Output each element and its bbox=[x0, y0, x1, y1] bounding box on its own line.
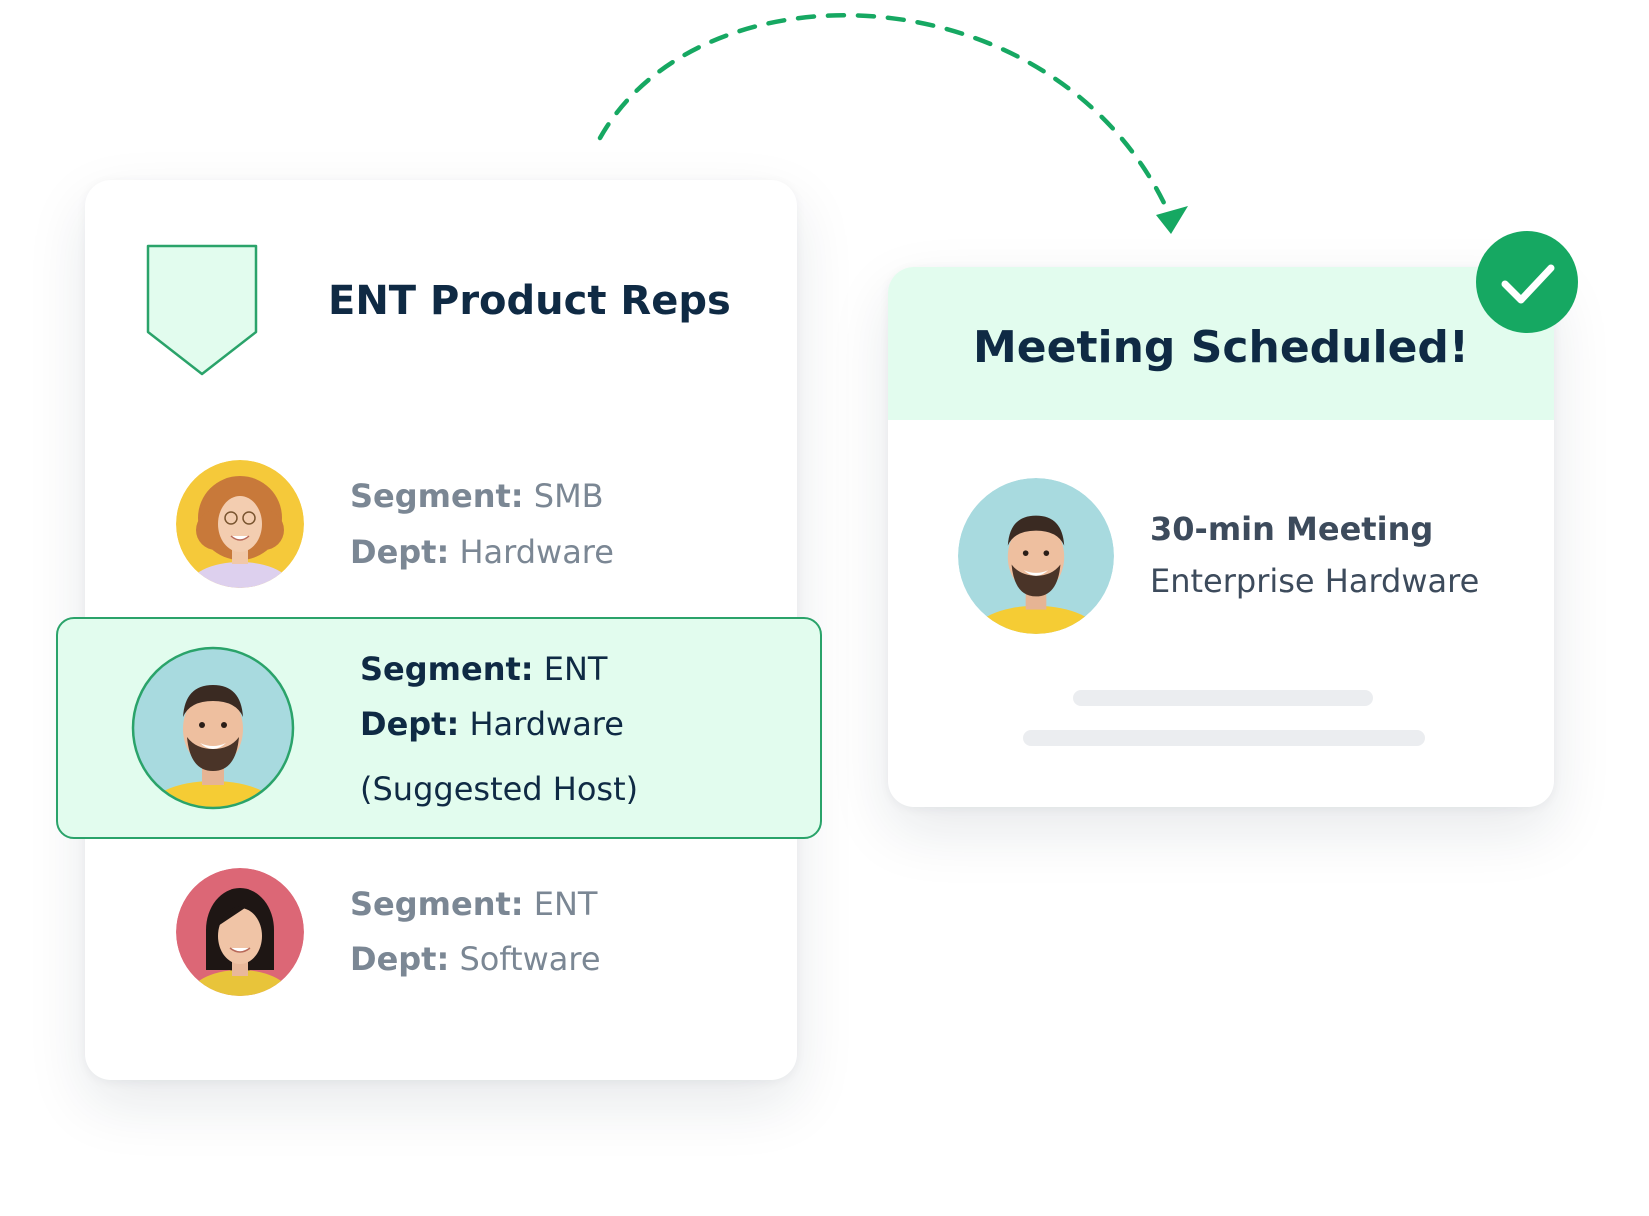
row1-dept: Dept: Hardware bbox=[350, 533, 614, 571]
row2-segment: Segment: ENT bbox=[360, 650, 608, 688]
rep-avatar-3 bbox=[176, 868, 304, 996]
shield-badge-icon bbox=[146, 244, 258, 376]
meeting-card-header: Meeting Scheduled! bbox=[888, 267, 1554, 420]
row2-dept: Dept: Hardware bbox=[360, 705, 624, 743]
reps-card-title: ENT Product Reps bbox=[328, 278, 731, 324]
rep-avatar-1 bbox=[176, 460, 304, 588]
meeting-department: Enterprise Hardware bbox=[1150, 562, 1480, 600]
row1-segment: Segment: SMB bbox=[350, 477, 604, 515]
placeholder-line-1 bbox=[1073, 690, 1373, 706]
row2-suggested-host: (Suggested Host) bbox=[360, 770, 639, 808]
check-circle-icon bbox=[1476, 231, 1578, 333]
rep-avatar-2 bbox=[131, 646, 295, 810]
meeting-card-title: Meeting Scheduled! bbox=[973, 322, 1469, 373]
meeting-name: 30-min Meeting bbox=[1150, 510, 1434, 548]
row3-segment: Segment: ENT bbox=[350, 885, 598, 923]
row3-dept: Dept: Software bbox=[350, 940, 601, 978]
host-avatar bbox=[958, 478, 1114, 634]
placeholder-line-2 bbox=[1023, 730, 1425, 746]
